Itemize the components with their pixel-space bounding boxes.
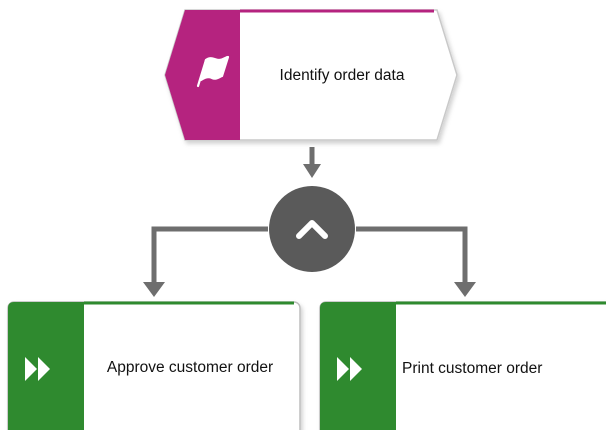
gateway-and[interactable] <box>269 186 355 272</box>
event-identify-order-data[interactable] <box>164 9 458 141</box>
connector-gateway-to-approve <box>151 226 268 285</box>
function-print-customer-order[interactable] <box>319 301 606 430</box>
function-label-approve: Approve customer order <box>106 358 274 376</box>
event-label: Identify order data <box>279 66 405 84</box>
connector-gateway-to-print <box>356 226 468 285</box>
arrowhead-gateway <box>303 164 321 178</box>
caret-up-icon <box>296 220 328 239</box>
connectors <box>143 147 476 297</box>
arrowhead-print <box>454 282 476 297</box>
flag-icon <box>196 55 230 88</box>
function-approve-customer-order[interactable] <box>7 301 301 430</box>
arrowhead-approve <box>143 282 165 297</box>
fast-forward-icon <box>337 357 362 381</box>
gateway-shape[interactable] <box>269 186 355 272</box>
fast-forward-icon <box>25 357 50 381</box>
function-label-print: Print customer order <box>402 359 543 377</box>
